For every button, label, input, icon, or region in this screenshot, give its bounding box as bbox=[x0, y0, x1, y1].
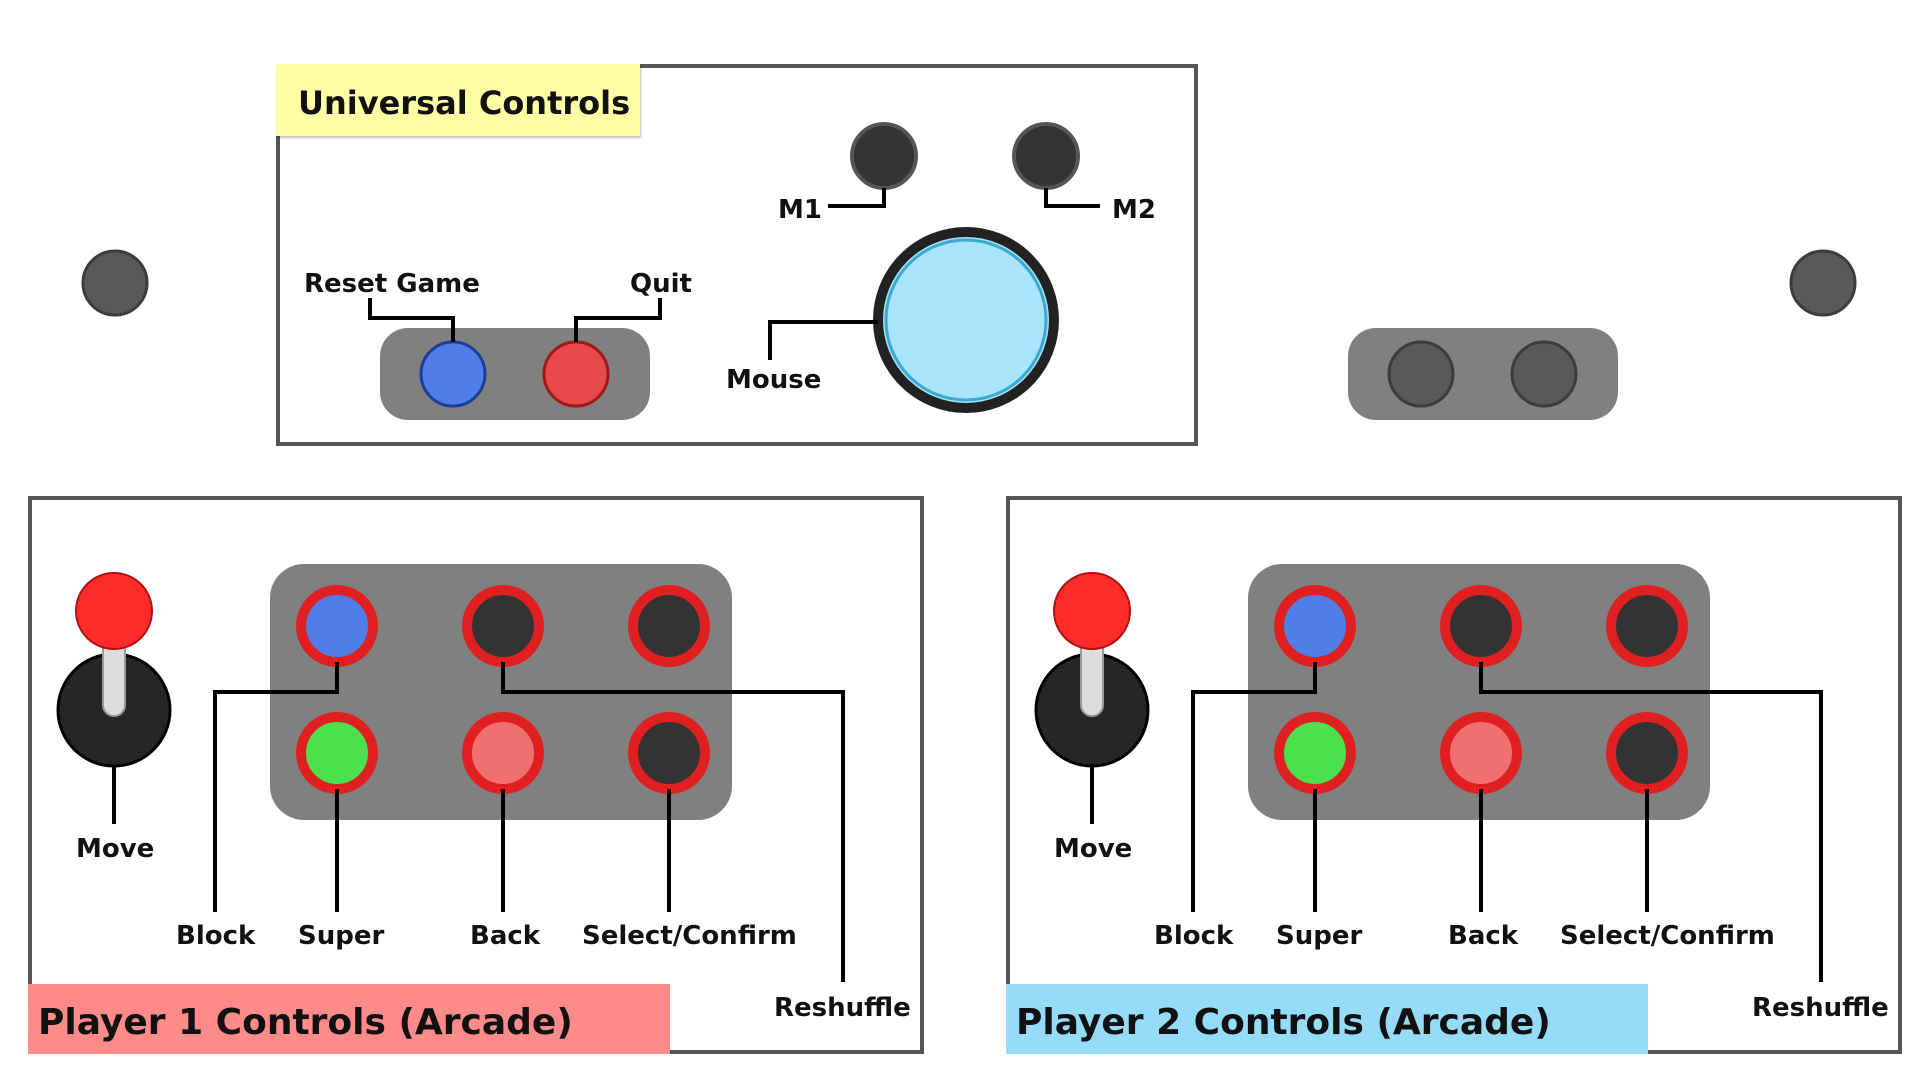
player1-super-button[interactable] bbox=[296, 712, 378, 794]
mouse-connector bbox=[768, 320, 878, 360]
right-console-button-2[interactable] bbox=[1510, 340, 1578, 408]
m1-button[interactable] bbox=[850, 122, 918, 190]
player1-back-button[interactable] bbox=[462, 712, 544, 794]
player1-move-label: Move bbox=[76, 834, 154, 864]
player1-back-label: Back bbox=[470, 921, 541, 951]
m2-label: M2 bbox=[1112, 195, 1156, 225]
player1-block-label: Block bbox=[176, 921, 256, 951]
left-side-button[interactable] bbox=[81, 249, 149, 317]
player2-extra-button[interactable] bbox=[1606, 585, 1688, 667]
universal-controls-panel: Universal Controls M1 M2 Reset Game Quit… bbox=[276, 64, 1198, 446]
player2-controls-panel: Move Block Super Back Select/Confirm Res… bbox=[1006, 496, 1902, 1054]
player2-reshuffle-label: Reshuffle bbox=[1752, 993, 1889, 1023]
player2-select-confirm-label: Select/Confirm bbox=[1560, 921, 1775, 951]
player1-reshuffle-button[interactable] bbox=[462, 585, 544, 667]
reset-game-connector bbox=[368, 298, 455, 342]
player2-joystick-ball[interactable] bbox=[1053, 572, 1131, 650]
trackball-rim bbox=[884, 238, 1048, 402]
player2-reshuffle-connector bbox=[1479, 662, 1823, 982]
m2-button[interactable] bbox=[1012, 122, 1080, 190]
player1-super-label: Super bbox=[298, 921, 384, 951]
player2-super-label: Super bbox=[1276, 921, 1362, 951]
player1-block-button[interactable] bbox=[296, 585, 378, 667]
trackball[interactable] bbox=[873, 227, 1059, 413]
player2-block-button[interactable] bbox=[1274, 585, 1356, 667]
player1-block-connector bbox=[213, 662, 339, 912]
right-side-button[interactable] bbox=[1789, 249, 1857, 317]
quit-connector bbox=[574, 298, 662, 342]
player1-extra-button[interactable] bbox=[628, 585, 710, 667]
reset-game-label: Reset Game bbox=[304, 269, 480, 299]
universal-title-bar bbox=[276, 64, 640, 136]
quit-label: Quit bbox=[630, 269, 692, 299]
player1-joystick-ball[interactable] bbox=[75, 572, 153, 650]
m2-connector bbox=[1044, 188, 1100, 208]
player1-select-confirm-label: Select/Confirm bbox=[582, 921, 797, 951]
player1-reshuffle-connector bbox=[501, 662, 845, 982]
player2-back-label: Back bbox=[1448, 921, 1519, 951]
player2-title-bar bbox=[1006, 984, 1648, 1054]
player2-move-label: Move bbox=[1054, 834, 1132, 864]
m1-label: M1 bbox=[778, 195, 822, 225]
player1-title-bar bbox=[28, 984, 670, 1054]
player2-select-confirm-button[interactable] bbox=[1606, 712, 1688, 794]
player1-reshuffle-label: Reshuffle bbox=[774, 993, 911, 1023]
reset-game-button[interactable] bbox=[419, 340, 487, 408]
player1-select-confirm-button[interactable] bbox=[628, 712, 710, 794]
player1-controls-panel: Move Block Super Back Select/Confirm Res… bbox=[28, 496, 924, 1054]
player2-block-label: Block bbox=[1154, 921, 1234, 951]
player2-title: Player 2 Controls (Arcade) bbox=[1016, 1002, 1551, 1043]
right-console-button-1[interactable] bbox=[1387, 340, 1455, 408]
quit-button[interactable] bbox=[542, 340, 610, 408]
m1-connector bbox=[828, 188, 886, 208]
player2-reshuffle-button[interactable] bbox=[1440, 585, 1522, 667]
player2-block-connector bbox=[1191, 662, 1317, 912]
player2-super-button[interactable] bbox=[1274, 712, 1356, 794]
mouse-label: Mouse bbox=[726, 365, 821, 395]
player1-title: Player 1 Controls (Arcade) bbox=[38, 1002, 573, 1043]
player2-back-button[interactable] bbox=[1440, 712, 1522, 794]
universal-title: Universal Controls bbox=[298, 84, 630, 122]
